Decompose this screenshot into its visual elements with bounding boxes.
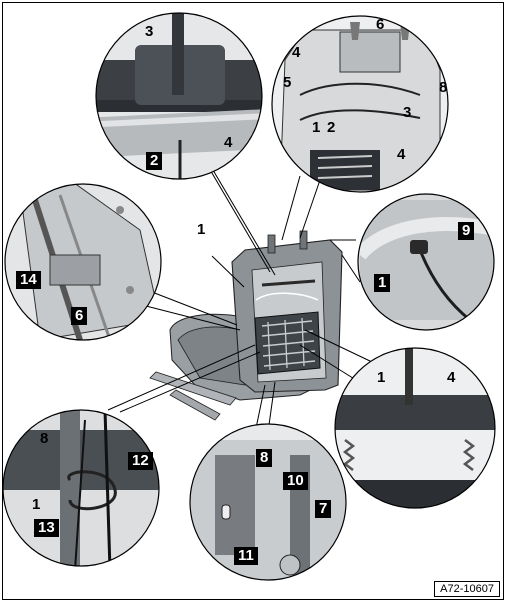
figure-id: A72-10607 [434,581,500,597]
lumbar-support-mat [254,311,321,375]
callout-label: 11 [234,547,258,565]
callout-label: 7 [315,500,332,518]
callout-label: 10 [283,472,308,490]
seat-assembly [149,230,343,421]
detail-bottom-left [2,409,160,567]
callout-label: 14 [16,271,41,289]
callout-label: 13 [34,519,59,537]
callout-label: 4 [292,44,301,61]
callout-label: 3 [145,23,154,40]
callout-label: 4 [447,369,456,386]
callout-label: 6 [71,307,88,325]
callout-label: 4 [224,134,233,151]
callout-label: 4 [397,146,406,163]
callout-label: 1 [32,496,41,513]
callout-label: 2 [327,119,336,136]
detail-right [357,193,495,331]
callout-label: 8 [439,79,448,96]
detail-top-center [95,12,263,180]
detail-bottom-center [189,423,347,581]
callout-label: 1 [374,274,391,292]
callout-label: 9 [458,222,475,240]
detail-top-right [271,15,449,193]
callout-label: 1 [377,369,386,386]
callout-label: 1 [197,221,206,238]
callout-label: 8 [40,430,49,447]
callout-label: 3 [403,104,412,121]
detail-bottom-right [334,347,496,509]
callout-label: 2 [146,152,163,170]
callout-label: 6 [376,16,385,33]
callout-label: 8 [256,449,273,467]
callout-label: 12 [128,452,153,470]
callout-label: 5 [283,74,292,91]
detail-left [4,183,162,341]
callout-label: 1 [312,119,321,136]
